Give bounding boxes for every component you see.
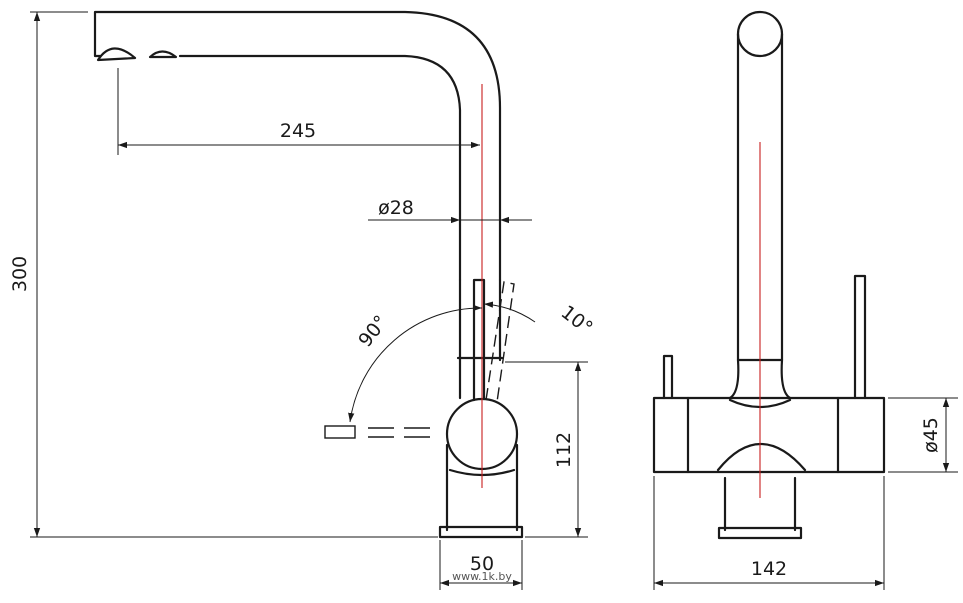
dim-spout-diameter: ø28 (378, 197, 414, 219)
dim-spout-reach: 245 (280, 120, 316, 142)
aerator-icon (96, 47, 137, 62)
arc-10-degrees (483, 301, 536, 323)
dim-body-diameter: ø45 (920, 417, 942, 453)
dim-base-width: 50 (470, 553, 494, 575)
watermark-text: www.1k.by (452, 570, 512, 583)
front-view: ø45 142 (652, 10, 958, 590)
right-rod (853, 274, 867, 400)
dim-total-height: 300 (9, 256, 31, 292)
dim-total-width: 142 (751, 558, 787, 580)
aerator-tip-icon (148, 50, 178, 59)
spout-base-flare (728, 358, 792, 400)
front-stem (723, 476, 797, 532)
front-body-notch (716, 443, 807, 472)
side-view: 245 ø28 300 112 50 90° 10° www.1k.by (9, 10, 597, 590)
front-body (652, 396, 886, 474)
front-base (717, 526, 803, 540)
mixer-base (438, 525, 524, 539)
angle-lever-swing: 90° (354, 311, 392, 351)
lever-tilted-ghost (485, 281, 515, 403)
left-rod (662, 354, 674, 400)
arc-90-degrees (348, 304, 483, 423)
dim-body-height: 112 (553, 432, 575, 468)
spout-top-cap (736, 10, 784, 58)
angle-lever-tilt: 10° (557, 301, 597, 339)
spout-outline (93, 10, 502, 282)
lever-horizontal-ghost (324, 425, 440, 439)
